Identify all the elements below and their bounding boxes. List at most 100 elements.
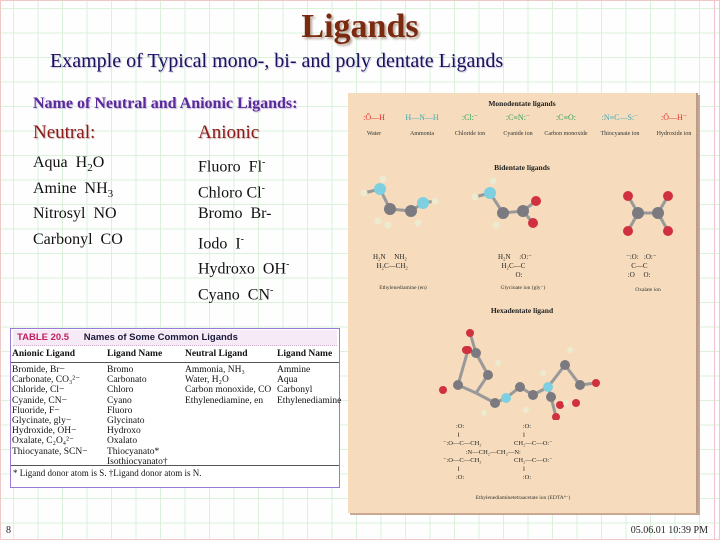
table-row: Fluoride, F−Fluoro xyxy=(11,406,339,416)
cell: Ethylenediamine xyxy=(277,395,342,406)
header-anionic-ligand: Anionic Ligand xyxy=(12,349,76,359)
structure-formula: H—N—H xyxy=(405,113,439,122)
cell: Cyano xyxy=(107,395,132,406)
bidentate-models-illustration xyxy=(360,175,673,236)
mono-cyanide: :C≡N:⁻ Cyanide ion xyxy=(494,113,542,138)
ligand-formula: Br- xyxy=(250,205,272,222)
structure-name: Water xyxy=(366,131,382,137)
header-neutral-ligand: Neutral Ligand xyxy=(185,349,248,359)
ligand-name: Fluoro xyxy=(198,158,241,176)
ligand-formula: I xyxy=(235,234,241,252)
ligand-name: Nitrosyl xyxy=(33,205,86,222)
cell: Chloro xyxy=(107,385,134,396)
ligand-formula: OH xyxy=(262,260,286,278)
charge: - xyxy=(286,259,290,270)
neutral-heading: Neutral: xyxy=(33,122,96,143)
structure-formula: :Ō—H xyxy=(363,113,385,122)
anionic-item: Iodo I- xyxy=(198,227,289,253)
ligand-formula: Fl xyxy=(248,158,263,176)
slide-subtitle: Example of Typical mono-, bi- and poly d… xyxy=(50,50,504,72)
cell: Cyanide, CN− xyxy=(12,395,67,406)
slide-border-right xyxy=(714,0,715,540)
ligand-name: Carbonyl xyxy=(33,230,93,248)
neutral-ligand-list: Neutral: Aqua H2O Amine NH3 Nitrosyl NO … xyxy=(33,122,123,252)
monodentate-label: Monodentate ligands xyxy=(488,99,556,108)
ethylenediamine-label: Ethylenediamine (en) xyxy=(379,285,427,291)
cell: Carbonato xyxy=(107,375,147,386)
cell: Aqua xyxy=(277,375,298,386)
cell xyxy=(185,416,277,426)
cell: Carbonate, CO₃²⁻ xyxy=(12,375,81,386)
ligand-name: Cyano xyxy=(198,285,240,303)
anionic-item: Hydroxo OH- xyxy=(198,252,289,278)
mono-hydroxide: :Ō—H⁻ Hydroxide ion xyxy=(650,113,698,138)
ligand-formula: CN xyxy=(247,285,271,303)
oxalate-structure: ⁻:O: :O:⁻ C—C :O O: xyxy=(626,253,657,279)
ligand-formula: Cl xyxy=(246,183,262,201)
structure-formula: :Ō—H⁻ xyxy=(661,113,687,122)
structure-name: Ammonia xyxy=(410,131,434,137)
cell: Thiocyanate, SCN− xyxy=(12,446,88,457)
structure-formula: :C≡O: xyxy=(555,113,577,122)
cell: Ethylenediamine, en xyxy=(185,395,264,406)
cell: Isothiocyanato† xyxy=(107,456,168,467)
cell: Thiocyanato* xyxy=(107,446,160,457)
mono-ammonia: H—N—H Ammonia xyxy=(398,113,446,138)
charge: - xyxy=(270,284,274,296)
charge: - xyxy=(262,157,266,168)
cell: Oxalate, C₂O₄²⁻ xyxy=(12,436,74,447)
cell: Chloride, Cl− xyxy=(12,385,65,396)
ligand-name: Amine xyxy=(33,179,77,197)
header-ligand-name-2: Ligand Name xyxy=(277,349,333,359)
cell xyxy=(185,406,277,416)
neutral-item: Carbonyl CO xyxy=(33,227,123,253)
mono-water: :Ō—H Water xyxy=(350,113,398,138)
anionic-item: Bromo Br- xyxy=(198,201,289,227)
anionic-item: Chloro Cl- xyxy=(198,176,289,202)
cell: Ammine xyxy=(277,365,311,375)
mono-carbon-monoxide: :C≡O: Carbon monoxide xyxy=(542,113,590,138)
cell xyxy=(277,406,337,416)
neutral-item: Amine NH3 xyxy=(33,176,123,202)
common-ligands-table: TABLE 20.5 Names of Some Common Ligands … xyxy=(10,328,342,488)
ligand-structures-figure: Monodentate ligands :Ō—H Water H—N—H Amm… xyxy=(348,93,698,513)
table-footnote: * Ligand donor atom is S. †Ligand donor … xyxy=(11,465,339,487)
glycinate-structure: H₂N :O:⁻ H₂C—C O: xyxy=(498,253,532,279)
glycinate-label: Glycinate ion (gly⁻) xyxy=(500,285,546,291)
ligand-name: Bromo xyxy=(198,205,243,222)
ligand-name: Chloro xyxy=(198,183,243,201)
cell: Carbonyl xyxy=(277,385,313,396)
cell xyxy=(185,426,277,436)
edta-structure: :O: :O: ‖ ‖ ⁻:O—C—CH₂ CH₂—C—O:⁻ :N—CH₂—C… xyxy=(443,423,553,481)
ligand-formula: NH3 xyxy=(84,179,114,200)
table-title: Names of Some Common Ligands xyxy=(83,332,238,343)
structure-formula: :Cl:⁻ xyxy=(461,113,479,122)
neutral-item: Nitrosyl NO xyxy=(33,201,123,227)
structure-name: Chloride ion xyxy=(454,131,486,137)
charge: - xyxy=(240,233,244,245)
cell: Oxalato xyxy=(107,436,138,447)
table-header-row: Anionic Ligand Ligand Name Neutral Ligan… xyxy=(11,346,339,363)
cell xyxy=(277,416,337,426)
table-row: Thiocyanate, SCN− Thiocyanato* xyxy=(11,447,339,457)
cell: Hydroxide, OH− xyxy=(12,426,77,437)
cell: Ammonia, NH₃ xyxy=(185,365,245,375)
table-row: Glycinate, gly−Glycinato xyxy=(11,416,339,426)
structure-name: Cyanide ion xyxy=(503,131,533,137)
table-caption: TABLE 20.5 Names of Some Common Ligands xyxy=(13,330,337,346)
ethylenediamine-structure: H₂N NH₂ H₂C—CH₂ xyxy=(373,253,408,270)
cell xyxy=(277,426,337,436)
section-heading: Name of Neutral and Anionic Ligands: xyxy=(33,95,298,112)
cell: Bromo xyxy=(107,365,134,375)
slide-title: Ligands xyxy=(301,8,419,45)
mono-thiocyanate: :N≡C—S:⁻ Thiocyanate ion xyxy=(592,113,648,138)
cell: Glycinato xyxy=(107,415,145,426)
cell: Carbon monoxide, CO xyxy=(185,385,272,396)
mono-chloride: :Cl:⁻ Chloride ion xyxy=(446,113,494,138)
cell xyxy=(185,436,277,446)
neutral-item: Aqua H2O xyxy=(33,150,123,176)
anionic-item: Fluoro Fl- xyxy=(198,150,289,176)
edta-label: Ethylenediaminetetraacetate ion (EDTA⁴⁻) xyxy=(475,495,571,501)
